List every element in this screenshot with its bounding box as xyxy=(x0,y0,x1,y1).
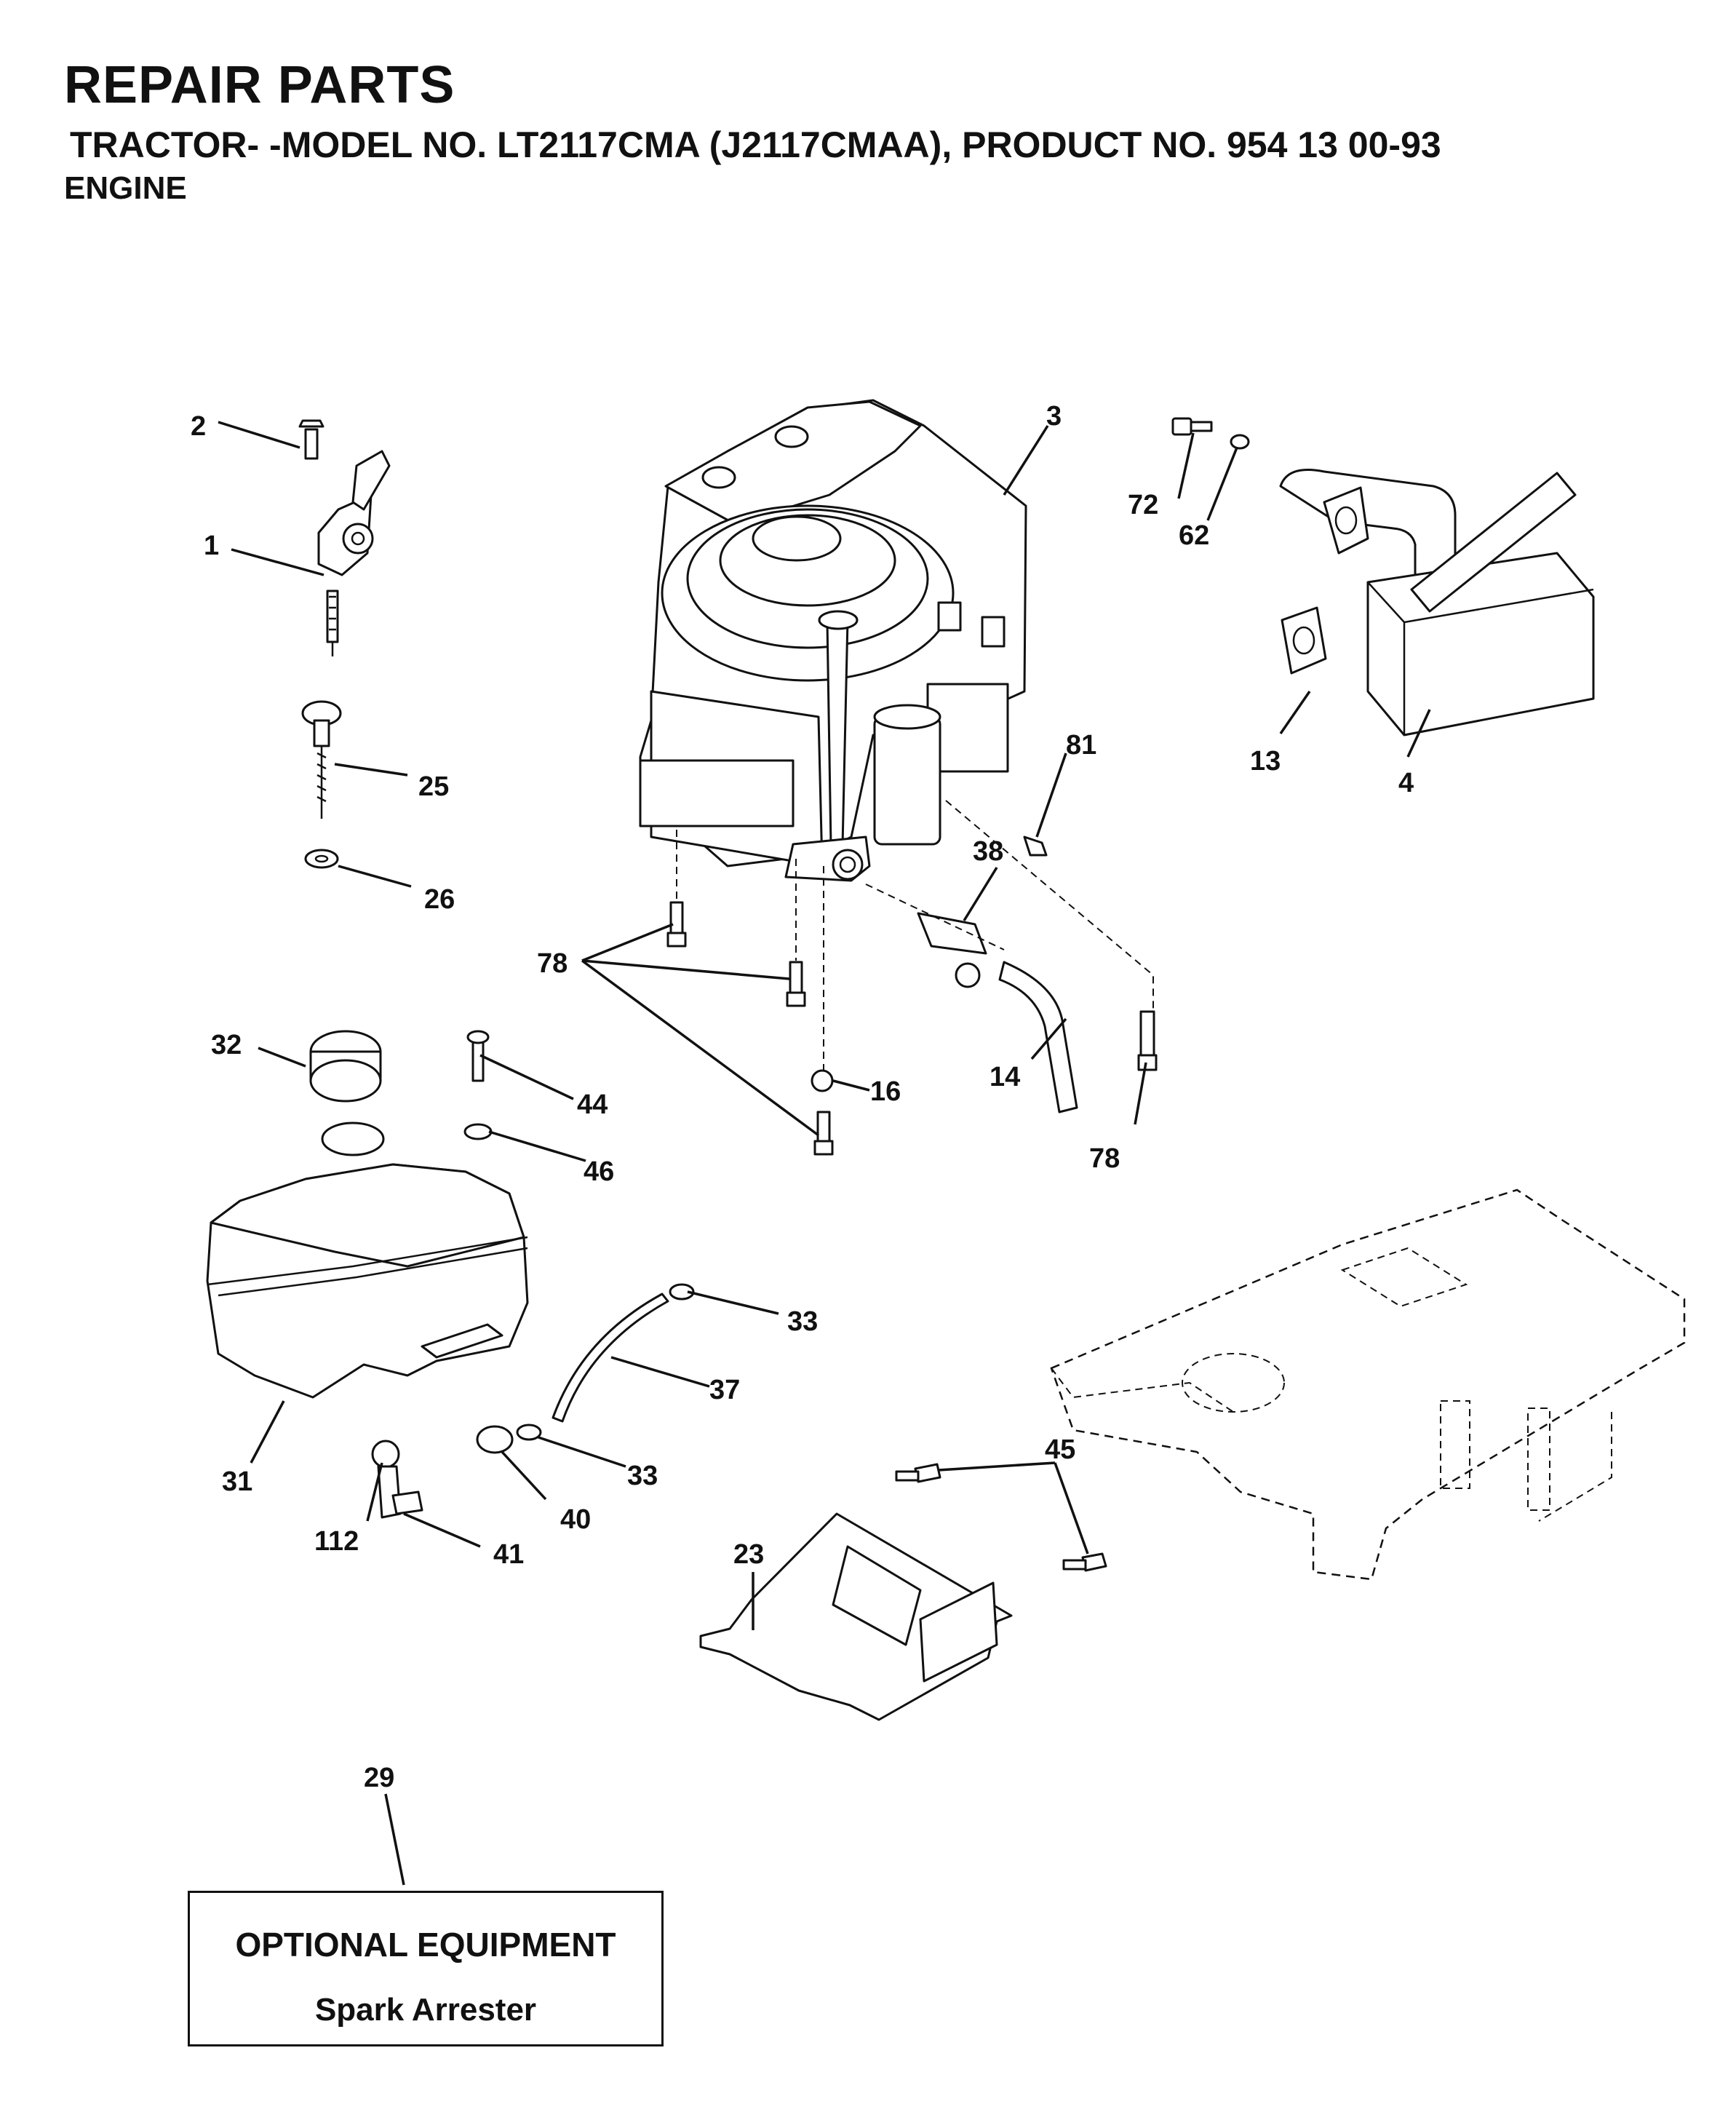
callout-23: 23 xyxy=(733,1539,764,1570)
callout-41: 41 xyxy=(493,1539,524,1570)
callout-62: 62 xyxy=(1179,520,1209,551)
callout-26: 26 xyxy=(424,884,455,915)
callout-72: 72 xyxy=(1128,490,1158,520)
heat-shield xyxy=(699,1463,1107,1721)
muffler-assembly xyxy=(1171,417,1595,737)
callout-3: 3 xyxy=(1046,401,1062,432)
callout-labels: 2 1 3 72 62 13 4 25 26 81 38 78 16 14 78… xyxy=(191,401,1414,1793)
callout-81: 81 xyxy=(1066,730,1096,761)
callout-13: 13 xyxy=(1250,746,1281,777)
optional-equipment-heading: OPTIONAL EQUIPMENT xyxy=(235,1926,616,1964)
callout-33-a: 33 xyxy=(787,1306,818,1337)
callout-2: 2 xyxy=(191,411,206,442)
callout-16: 16 xyxy=(870,1076,901,1107)
callout-1: 1 xyxy=(204,531,219,561)
optional-equipment-item: Spark Arrester xyxy=(314,1992,537,2028)
engine-assembly xyxy=(639,399,1027,882)
callout-78-a: 78 xyxy=(537,948,568,979)
callout-45: 45 xyxy=(1045,1434,1075,1465)
callout-31: 31 xyxy=(222,1466,252,1497)
callout-78-b: 78 xyxy=(1089,1143,1120,1174)
page-subtitle: TRACTOR- -MODEL NO. LT2117CMA (J2117CMAA… xyxy=(70,124,1441,165)
callout-14: 14 xyxy=(990,1062,1020,1092)
callout-37: 37 xyxy=(709,1375,740,1405)
callout-leaders xyxy=(218,421,1431,1886)
callout-29: 29 xyxy=(364,1763,394,1793)
page-title: REPAIR PARTS xyxy=(64,56,455,114)
callout-112: 112 xyxy=(314,1526,359,1557)
section-title: ENGINE xyxy=(64,170,187,206)
callout-33-b: 33 xyxy=(627,1461,658,1491)
callout-44: 44 xyxy=(577,1089,608,1120)
fuel-line-parts xyxy=(666,800,1158,1156)
callout-46: 46 xyxy=(584,1156,614,1187)
callout-25: 25 xyxy=(418,771,449,802)
callout-40: 40 xyxy=(560,1504,591,1535)
dipstick-parts xyxy=(301,700,342,869)
tractor-frame-outline xyxy=(1050,1188,1686,1581)
optional-equipment-box: OPTIONAL EQUIPMENT Spark Arrester xyxy=(188,1891,664,2046)
callout-4: 4 xyxy=(1398,768,1414,798)
callout-32: 32 xyxy=(211,1030,242,1060)
fuel-tank-assembly xyxy=(206,1030,695,1519)
callout-38: 38 xyxy=(973,836,1003,867)
throttle-control xyxy=(298,419,391,656)
